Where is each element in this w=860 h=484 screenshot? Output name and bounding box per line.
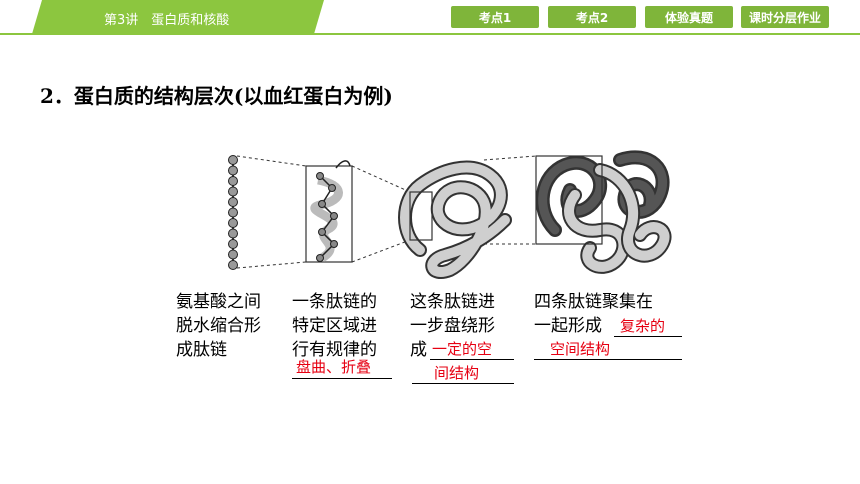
amino-acid-bead xyxy=(228,239,238,249)
section-title: 2．蛋白质的结构层次(以血红蛋白为例) xyxy=(40,84,393,108)
alpha-helix-illustration xyxy=(305,160,353,263)
answer-underline xyxy=(614,336,682,337)
desc-line: 脱水缩合形 xyxy=(176,316,261,336)
answer-column-3-line2: 间结构 xyxy=(434,364,480,382)
amino-acid-bead xyxy=(228,228,238,239)
amino-acid-bead xyxy=(228,165,238,176)
amino-acid-bead xyxy=(228,207,238,218)
nav-kaodian1-button[interactable]: 考点1 xyxy=(451,6,539,28)
nav-tiyanzhenti-button[interactable]: 体验真题 xyxy=(645,6,733,28)
tertiary-structure-illustration xyxy=(398,160,512,279)
amino-acid-bead xyxy=(228,249,238,260)
amino-acid-bead xyxy=(228,155,238,165)
desc-line: 一条肽链的 xyxy=(292,292,377,312)
desc-line: 一步盘绕形 xyxy=(410,316,495,336)
desc-column-3: 这条肽链进 一步盘绕形 成 xyxy=(410,290,495,362)
answer-column-4-line2: 空间结构 xyxy=(550,340,611,358)
desc-line: 成肽链 xyxy=(176,340,227,360)
nav-homework-button[interactable]: 课时分层作业 xyxy=(741,6,829,28)
projection-lines-3 xyxy=(483,155,537,245)
lesson-tab xyxy=(32,0,324,34)
desc-line: 这条肽链进 xyxy=(410,292,495,312)
amino-acid-bead xyxy=(228,218,238,228)
desc-line: 成 xyxy=(410,340,427,360)
answer-column-4-line1: 复杂的 xyxy=(620,317,666,335)
nav-kaodian2-button[interactable]: 考点2 xyxy=(548,6,636,28)
amino-acid-bead xyxy=(228,260,238,270)
amino-acid-chain-illustration xyxy=(228,155,238,270)
desc-column-1: 氨基酸之间 脱水缩合形 成肽链 xyxy=(176,290,261,362)
projection-lines-2 xyxy=(351,165,411,263)
answer-underline xyxy=(412,383,514,384)
header-divider xyxy=(0,33,860,35)
answer-underline xyxy=(534,359,682,360)
amino-acid-bead xyxy=(228,186,238,197)
desc-line: 行有规律的 xyxy=(292,340,377,360)
desc-line: 特定区域进 xyxy=(292,316,377,336)
lesson-title: 第3讲 蛋白质和核酸 xyxy=(104,13,230,28)
amino-acid-bead xyxy=(228,197,238,207)
answer-column-3-line1: 一定的空 xyxy=(432,340,493,358)
desc-column-4: 四条肽链聚集在 一起形成 xyxy=(534,290,653,338)
desc-line: 四条肽链聚集在 xyxy=(534,292,653,312)
desc-column-2: 一条肽链的 特定区域进 行有规律的 xyxy=(292,290,377,362)
desc-line: 一起形成 xyxy=(534,316,602,336)
answer-underline xyxy=(430,359,514,360)
projection-lines-1 xyxy=(236,155,307,269)
desc-line: 氨基酸之间 xyxy=(176,292,261,312)
amino-acid-bead xyxy=(228,176,238,186)
answer-underline xyxy=(292,378,392,379)
quaternary-structure-illustration xyxy=(535,150,672,274)
answer-column-2: 盘曲、折叠 xyxy=(296,358,372,376)
